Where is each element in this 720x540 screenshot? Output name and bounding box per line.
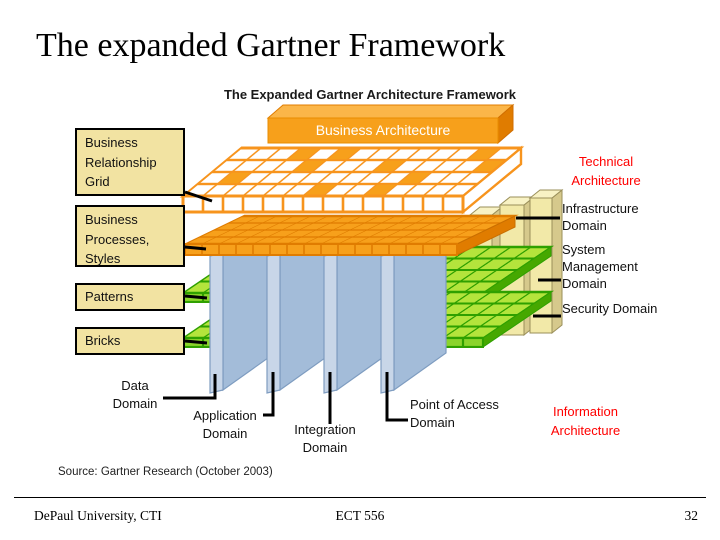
application-domain-label: Application Domain bbox=[193, 408, 257, 441]
business-relationship-grid-layer bbox=[179, 145, 525, 215]
technical-architecture-label: Technical Architecture bbox=[571, 154, 641, 188]
footer-institution: DePaul University, CTI bbox=[34, 508, 162, 523]
callout-data-domain bbox=[163, 374, 217, 400]
label-box-business-relationship-grid: Business Relationship Grid bbox=[75, 128, 185, 196]
callout-business-relationship-grid bbox=[184, 190, 213, 203]
infrastructure-domain-label: Infrastructure Domain bbox=[562, 201, 639, 233]
callout-business-processes bbox=[184, 245, 207, 251]
callout-patterns bbox=[184, 294, 208, 300]
footer-divider bbox=[14, 497, 706, 498]
source-note: Source: Gartner Research (October 2003) bbox=[58, 466, 273, 478]
business-processes-layer bbox=[181, 214, 519, 256]
diagram-title: The Expanded Gartner Architecture Framew… bbox=[223, 87, 517, 102]
slide-title: The expanded Gartner Framework bbox=[36, 27, 506, 64]
callout-point-of-access bbox=[385, 372, 408, 422]
vertical-domain-slabs bbox=[209, 214, 447, 394]
footer-page-number: 32 bbox=[684, 508, 699, 523]
data-domain-label: Data Domain bbox=[112, 378, 158, 411]
label-box-bricks: Bricks bbox=[75, 327, 185, 355]
integration-domain-slab bbox=[323, 214, 390, 394]
callout-application-domain bbox=[263, 372, 275, 417]
point-of-access-domain-label: Point of Access Domain bbox=[410, 397, 499, 430]
information-architecture-label: Information Architecture bbox=[550, 404, 621, 438]
footer-course: ECT 556 bbox=[335, 508, 385, 523]
label-box-patterns: Patterns bbox=[75, 283, 185, 311]
data-domain-slab bbox=[209, 214, 276, 394]
callout-lines bbox=[163, 190, 561, 424]
system-management-domain-label: System Management Domain bbox=[562, 242, 638, 291]
business-architecture-label: Business Architecture bbox=[315, 122, 451, 138]
callout-bricks bbox=[184, 339, 208, 345]
security-domain-label: Security Domain bbox=[562, 301, 658, 316]
label-box-business-processes-styles: Business Processes, Styles bbox=[75, 205, 185, 267]
integration-domain-label: Integration Domain bbox=[294, 422, 356, 455]
business-architecture-box bbox=[266, 103, 515, 145]
